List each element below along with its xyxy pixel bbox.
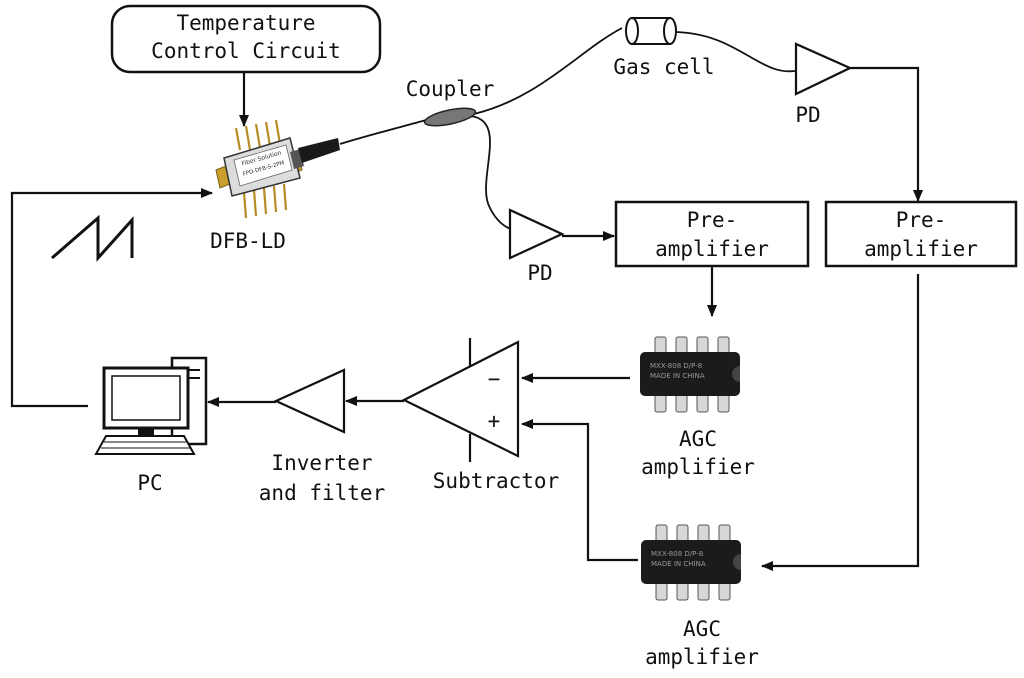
agc-bottom-label-line2: amplifier xyxy=(645,645,759,669)
inverter-label-line1: Inverter xyxy=(271,451,372,475)
arrow-pd-top-to-preamp xyxy=(850,66,923,202)
laser-label: DFB-LD xyxy=(210,229,286,253)
agc-top-chip-text-line1: MXX-808 D/P-8 xyxy=(650,362,702,370)
laser-fiber-boot xyxy=(298,138,340,163)
temperature-control-circuit: Temperature Control Circuit xyxy=(110,4,382,74)
agc-bottom-chip-icon: MXX-808 D/P-8 MADE IN CHINA xyxy=(641,524,741,601)
preamp-mid: Pre- amplifier xyxy=(614,200,810,268)
fiber-coupler-to-pd xyxy=(469,115,515,231)
subtractor-label: Subtractor xyxy=(433,469,559,493)
gas-cell-icon xyxy=(625,17,677,45)
preamp-mid-label-line2: amplifier xyxy=(655,237,769,261)
pd-top-icon xyxy=(794,42,853,96)
laser-pins xyxy=(234,119,288,219)
coupler-label: Coupler xyxy=(406,77,495,101)
preamp-right: Pre- amplifier xyxy=(824,200,1018,268)
preamp-right-box xyxy=(824,200,1018,268)
sawtooth-waveform-icon xyxy=(51,214,134,262)
temperature-control-label-line1: Temperature xyxy=(176,11,315,35)
subtractor: − + xyxy=(401,338,520,462)
agc-bottom-label-line1: AGC xyxy=(683,617,721,641)
inverter-label-line2: and filter xyxy=(259,481,385,505)
dfb-laser-module: Fiber Solution FPD-DFB-S-2PM xyxy=(215,119,340,219)
pd-mid-label: PD xyxy=(527,261,552,285)
agc-top-label-line2: amplifier xyxy=(641,455,755,479)
fiber-gascell-to-pd xyxy=(671,31,801,73)
agc-top-chip-text-line2: MADE IN CHINA xyxy=(650,372,705,380)
arrow-preamp-right-to-agc xyxy=(761,274,920,571)
coupler-icon xyxy=(423,107,477,127)
temperature-control-label-line2: Control Circuit xyxy=(151,39,341,63)
agc-top-label-line1: AGC xyxy=(679,427,717,451)
temperature-control-box xyxy=(110,4,382,74)
pc-icon xyxy=(94,356,208,455)
preamp-mid-label-line1: Pre- xyxy=(687,208,738,232)
pc-screen xyxy=(111,375,181,421)
pc-stand xyxy=(138,428,154,436)
preamp-right-label-line2: amplifier xyxy=(864,237,978,261)
arrow-agc-bottom-to-subtractor xyxy=(521,419,638,562)
pc-keyboard xyxy=(94,435,196,455)
preamp-mid-box xyxy=(614,200,810,268)
fiber-coupler-to-gascell xyxy=(473,27,623,115)
gas-cell-label: Gas cell xyxy=(613,55,714,79)
subtractor-icon xyxy=(401,340,520,458)
inverter-icon xyxy=(273,368,346,434)
pd-top-label: PD xyxy=(795,103,820,127)
subtractor-minus-sign: − xyxy=(488,367,501,391)
agc-bottom-chip-text-line1: MXX-808 D/P-8 xyxy=(651,550,703,558)
agc-bottom-chip-text-line2: MADE IN CHINA xyxy=(651,560,706,568)
arrow-pc-to-laser xyxy=(10,188,213,408)
fiber-laser-to-coupler xyxy=(339,119,427,145)
pc-label: PC xyxy=(137,471,162,495)
laser-chip-label xyxy=(233,144,293,187)
subtractor-plus-sign: + xyxy=(488,409,501,433)
preamp-right-label-line1: Pre- xyxy=(896,208,947,232)
agc-top-chip-icon: MXX-808 D/P-8 MADE IN CHINA xyxy=(640,336,740,413)
pd-mid-icon xyxy=(508,208,565,260)
